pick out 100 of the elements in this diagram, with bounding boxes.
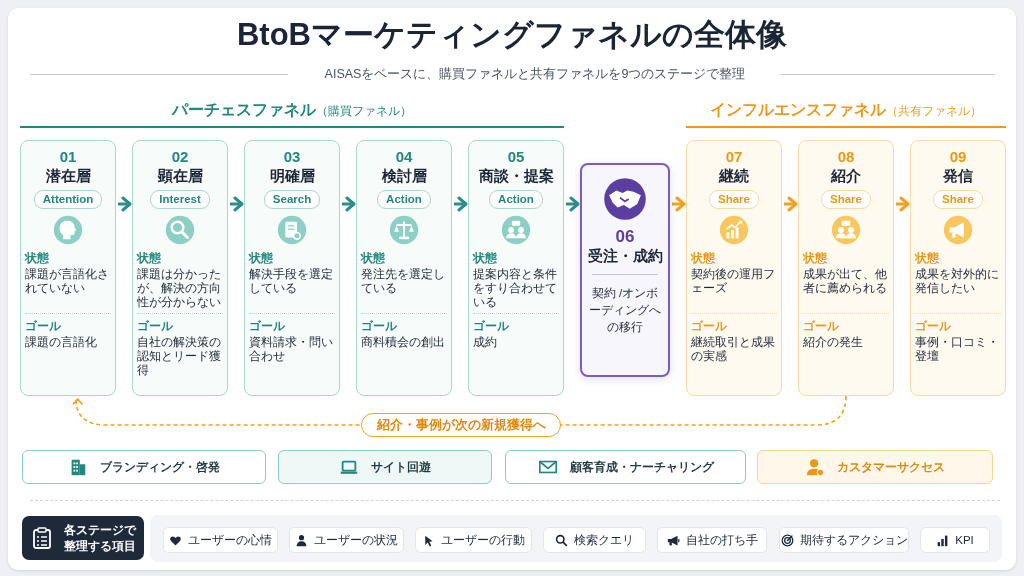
arrow: [566, 196, 580, 212]
stage-title: 顕在層: [156, 167, 204, 186]
description: 紹介の発生: [803, 335, 864, 349]
description: 自社の解決策の認知とリード獲得: [137, 335, 222, 377]
stage-card: [910, 140, 1006, 396]
chip-label: ユーザーの状況: [314, 532, 398, 548]
item-chip: [289, 527, 404, 553]
stage-title: 明確層: [268, 167, 316, 186]
stage-tag: Share: [933, 190, 983, 209]
category-box: [505, 450, 746, 484]
stage-tag: Interest: [150, 190, 210, 209]
section-label: ゴール: [473, 319, 510, 333]
section-label: 状態: [361, 251, 386, 265]
stage-card: [132, 140, 228, 396]
section-label: ゴール: [249, 319, 286, 333]
description: 課題の言語化: [25, 335, 98, 349]
arrow: [230, 196, 244, 212]
chip-label: ユーザーの心情: [188, 532, 272, 548]
chip-label: 期待するアクション: [799, 532, 908, 548]
stage-number: 05: [506, 147, 526, 166]
arrow: [118, 196, 132, 212]
stage-tag: Attention: [33, 190, 103, 209]
description: 継続取引と成果の実感: [691, 335, 776, 363]
chip-label: 自社の打ち手: [685, 532, 758, 548]
items-heading-box: [22, 516, 144, 560]
description: 成約: [473, 335, 498, 349]
stage-title: 商談・提案: [477, 167, 555, 186]
description: 発注先を選定している: [361, 267, 446, 296]
stage-number: 02: [170, 147, 190, 166]
section-label: 状態: [473, 251, 498, 265]
section-label: ゴール: [25, 319, 62, 333]
stage-card: [686, 140, 782, 396]
stage-title: 受注・成約: [586, 247, 664, 266]
arrow: [896, 196, 910, 212]
item-chip: [415, 527, 532, 553]
description: 商料積会の創出: [361, 335, 446, 349]
description: 契約後の運用フェーズ: [691, 267, 776, 296]
stage-title: 検討層: [380, 167, 428, 186]
section-heading: パーチェスファネル: [172, 100, 316, 120]
stage-number: 08: [836, 147, 856, 166]
description: 課題が言語化されていない: [25, 267, 110, 297]
stage-number: 04: [394, 147, 414, 166]
category-label: 顧客育成・ナーチャリング: [569, 459, 714, 475]
section-label: 状態: [25, 251, 50, 265]
edge-label: 紹介・事例が次の新規獲得へ: [361, 413, 561, 437]
section-label: ゴール: [915, 319, 952, 333]
description: 課題は分かったが、解決の方向性が分からない: [137, 267, 222, 309]
item-chip: [920, 527, 990, 553]
stage-title: 発信: [942, 167, 974, 186]
item-chip: [163, 527, 278, 553]
stage-card: [244, 140, 340, 396]
description: 事例・口コミ・登壇: [915, 335, 1000, 363]
description: 解決手段を選定している: [249, 267, 334, 296]
description: 成果が出て、他者に薦められる: [803, 267, 888, 296]
stage-number: 06: [614, 227, 636, 247]
stage-title: 紹介: [829, 167, 862, 186]
stage-number: 03: [282, 147, 302, 166]
section-label: 状態: [915, 251, 940, 265]
section-label: ゴール: [691, 319, 728, 333]
arrow: [784, 196, 798, 212]
category-label: ブランディング・啓発: [100, 459, 220, 475]
stage-tag: Share: [709, 190, 759, 209]
category-box: [278, 450, 492, 484]
arrow: [672, 196, 686, 212]
category-label: カスタマーサクセス: [837, 459, 945, 475]
chip-label: ユーザーの行動: [441, 532, 525, 548]
arrow: [342, 196, 356, 212]
arrow: [454, 196, 468, 212]
subtitle: AISASをベースに、購買ファネルと共有ファネルを9つのステージで整理: [323, 66, 747, 83]
stage-card: [356, 140, 452, 396]
chip-label: KPI: [955, 534, 974, 546]
chip-label: 検索クエリ: [574, 532, 634, 548]
item-chip: [779, 527, 909, 553]
description: 成果を対外的に発信したい: [915, 267, 1000, 296]
item-chip: [657, 527, 767, 553]
description: 契約 /オンボーディングへの移行: [588, 286, 662, 335]
stage-tag: Search: [263, 190, 321, 209]
section-label: ゴール: [137, 319, 174, 333]
section-subheading: （共有ファネル）: [886, 104, 982, 119]
stage-card: [580, 163, 670, 377]
description: 提案内容と条件をすり合わせている: [473, 267, 558, 309]
category-label: サイト回遊: [371, 459, 431, 475]
heading-label: 各ステージで整理する項目: [64, 523, 136, 554]
stage-number: 09: [948, 147, 968, 166]
stage-tag: Share: [821, 190, 871, 209]
stage-tag: Action: [489, 190, 543, 209]
section-label: 状態: [691, 251, 716, 265]
stage-card: [20, 140, 116, 396]
stage-title: 潜在層: [44, 167, 92, 186]
category-box: [22, 450, 266, 484]
section-subheading: （購買ファネル）: [316, 104, 412, 119]
stage-number: 01: [58, 147, 78, 166]
section-label: 状態: [249, 251, 274, 265]
category-box: [757, 450, 993, 484]
item-chip: [543, 527, 646, 553]
stage-card: [798, 140, 894, 396]
section-label: ゴール: [803, 319, 840, 333]
stage-title: 継続: [717, 167, 750, 186]
title: BtoBマーケティングファネルの全体像: [235, 16, 788, 54]
section-label: 状態: [803, 251, 828, 265]
